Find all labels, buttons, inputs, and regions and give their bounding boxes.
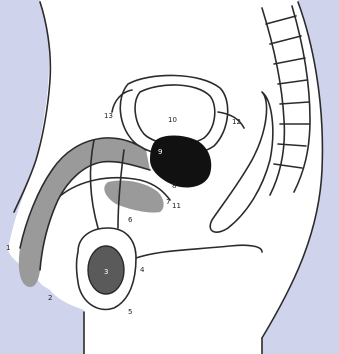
label-8: 8 [172,182,176,190]
label-5: 5 [128,308,132,316]
label-10: 10 [168,116,177,124]
label-1: 1 [6,244,10,252]
label-6: 6 [128,216,133,224]
label-9: 9 [158,148,162,156]
label-4: 4 [140,266,145,274]
label-2: 2 [48,294,52,302]
label-11: 11 [172,202,181,210]
label-13: 13 [104,112,113,120]
label-12: 12 [232,118,241,126]
label-3: 3 [104,268,108,276]
label-7: 7 [166,198,170,206]
